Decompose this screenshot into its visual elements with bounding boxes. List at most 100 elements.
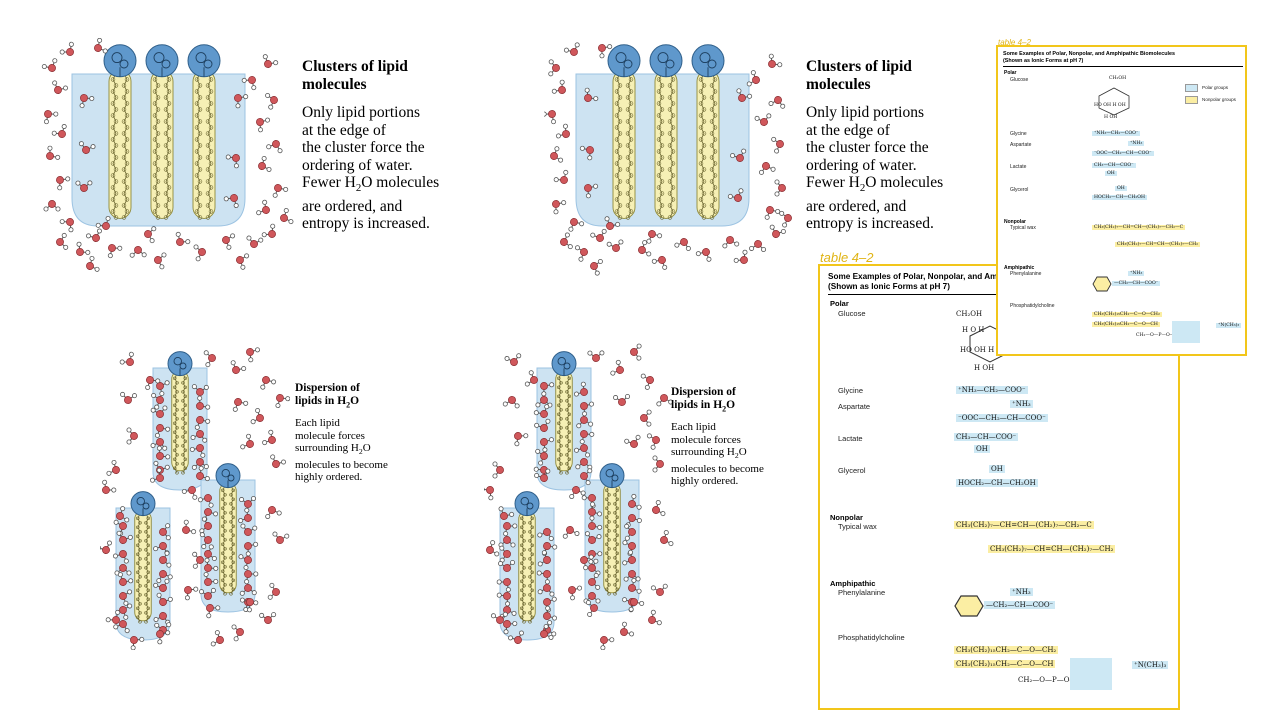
water-molecule	[496, 578, 511, 593]
water-molecule	[579, 145, 594, 161]
lipid-molecule	[551, 351, 577, 475]
water-molecule	[258, 155, 272, 172]
label-glycerol: Glycerol	[1010, 187, 1029, 193]
cluster-title: Clusters of lipid molecules	[302, 58, 482, 94]
formula-lactate-oh: OH	[974, 445, 990, 453]
water-molecule	[181, 486, 198, 500]
lipid-molecule	[167, 351, 193, 475]
water-molecule	[624, 523, 636, 541]
section-nonpolar: Nonpolar	[1004, 219, 1026, 225]
water-molecule	[574, 245, 588, 262]
water-molecule	[656, 394, 674, 407]
water-molecule	[43, 200, 61, 212]
label-lactate: Lactate	[838, 434, 863, 443]
formula-aspartate: ⁻OOC—CH₂—CH—COO⁻	[956, 414, 1048, 422]
water-molecule	[116, 506, 130, 523]
formula-wax-2: CH₃(CH₂)₇—CH=CH—(CH₂)₇—CH₂	[988, 545, 1116, 553]
legend-label-polar: Polar groups	[1202, 85, 1229, 90]
water-molecule	[231, 624, 244, 642]
water-molecule	[94, 38, 108, 54]
water-molecule	[129, 246, 147, 258]
caption-line: molecule forces	[295, 429, 365, 442]
lipid-dispersion-illustration	[100, 347, 290, 650]
formula-wax-2: CH₃(CH₂)₇—CH=CH—(CH₂)₇—CH₂	[1115, 242, 1200, 247]
formula-phe-top: ⁺NH₃	[1010, 588, 1033, 596]
label-glucose: Glucose	[838, 309, 866, 318]
caption-line: Each lipid	[671, 421, 716, 434]
water-molecule	[265, 506, 282, 520]
caption-line: are ordered, and	[302, 197, 403, 215]
water-molecule	[222, 233, 236, 250]
water-molecule	[191, 384, 209, 396]
water-molecule	[156, 630, 171, 645]
water-molecule	[156, 445, 171, 460]
table-heading-line: Some Examples of Polar, Nonpolar, and Am…	[828, 272, 1090, 281]
label-phosphatidylcholine: Phosphatidylcholine	[838, 633, 905, 642]
water-molecule	[182, 519, 197, 535]
caption-line: molecule forces	[671, 433, 741, 446]
water-molecule	[537, 584, 555, 597]
water-molecule	[204, 557, 219, 572]
water-molecule	[75, 180, 93, 192]
water-molecule	[239, 495, 257, 508]
formula-pc-choline: ⁺N(CH₃)₃	[1216, 323, 1242, 328]
water-molecule	[193, 244, 206, 262]
water-molecule	[604, 216, 621, 230]
water-molecule	[544, 110, 557, 125]
water-molecule	[540, 382, 555, 397]
water-molecule	[588, 501, 603, 517]
caption-line: lipids in H2O	[295, 395, 360, 410]
water-molecule	[590, 258, 603, 276]
label-glycerol: Glycerol	[838, 466, 866, 475]
legend-swatch-nonpolar	[1185, 96, 1198, 104]
water-molecule	[648, 609, 662, 626]
label-aspartate: Aspartate	[1010, 142, 1032, 148]
formula-glycerol: HOCH₂—CH—CH₂OH	[956, 479, 1038, 487]
water-molecule	[727, 188, 744, 202]
water-molecule	[583, 592, 601, 604]
water-molecule	[535, 396, 553, 408]
formula-wax-1: CH₃(CH₂)₇—CH=CH—(CH₂)₇—CH₂—C	[954, 521, 1094, 529]
water-molecule	[768, 53, 783, 68]
water-molecule	[580, 468, 593, 486]
water-molecule	[153, 578, 170, 592]
caption-line: molecules to become	[295, 458, 388, 471]
water-molecule	[159, 523, 171, 541]
water-molecule	[610, 359, 624, 376]
water-molecule	[579, 430, 595, 445]
water-molecule	[194, 416, 211, 430]
lipid-dispersion-illustration	[484, 343, 674, 650]
water-molecule	[130, 636, 145, 650]
cluster-title-line: molecules	[806, 76, 871, 93]
water-molecule	[156, 570, 173, 584]
water-molecule	[280, 208, 294, 225]
water-molecule	[576, 416, 594, 429]
water-molecule	[145, 376, 161, 390]
caption-line: surrounding H2O	[295, 442, 371, 457]
water-molecule	[262, 54, 279, 68]
water-molecule	[234, 94, 249, 109]
table-rule	[1003, 66, 1243, 67]
water-molecule	[730, 148, 747, 162]
formula-pc-3: CH₂—O—P—O—CH₂—CH₂	[1018, 676, 1112, 684]
formula-glucose-ring: H O H	[962, 326, 985, 334]
water-molecule	[749, 240, 767, 253]
lipid-cluster-illustration	[41, 38, 294, 272]
water-molecule	[59, 218, 74, 233]
water-molecule	[640, 409, 652, 427]
formula-pc-2: CH₃(CH₂)₁₅CH₂—C—O—CH	[954, 660, 1056, 668]
water-molecule	[43, 110, 59, 125]
water-molecule	[553, 169, 569, 184]
water-molecule	[265, 92, 278, 110]
cluster-title-line: Clusters of lipid	[806, 58, 912, 75]
water-molecule	[197, 494, 214, 508]
water-molecule	[660, 530, 674, 547]
formula-glucose-top: CH₂OH	[1109, 76, 1127, 81]
water-molecule	[551, 79, 566, 94]
water-molecule	[230, 360, 247, 374]
caption-line: at the edge of	[806, 121, 890, 139]
section-amphipathic: Amphipathic	[1004, 265, 1035, 271]
formula-pc-1: CH₃(CH₂)₁₅CH₂—C—O—CH₂	[954, 646, 1059, 654]
water-molecule	[159, 550, 172, 568]
